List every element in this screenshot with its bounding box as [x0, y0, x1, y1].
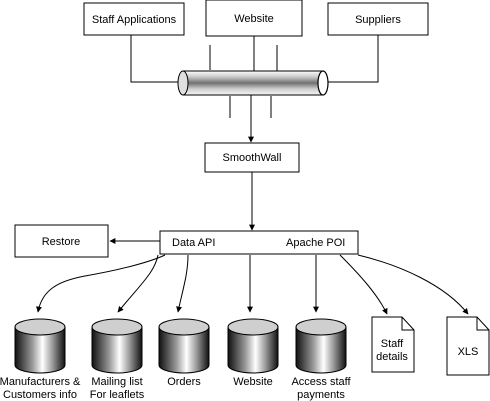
db-access-staff-label-2: payments — [297, 389, 345, 401]
db-manufacturers-label-2: Customers info — [3, 389, 77, 401]
staff-applications-box: Staff Applications — [83, 2, 185, 36]
db-access-staff-label-1: Access staff — [291, 376, 351, 388]
db-manufacturers: Manufacturers & Customers info — [0, 318, 81, 401]
website-source-box: Website — [205, 0, 303, 37]
website-source-label: Website — [234, 13, 274, 25]
staff-applications-label: Staff Applications — [92, 14, 177, 26]
db-orders: Orders — [158, 318, 210, 388]
smoothwall-label: SmoothWall — [223, 152, 282, 164]
arrow-to-mailing-list — [117, 254, 159, 313]
db-mailing-list-label-2: For leaflets — [90, 389, 145, 401]
restore-label: Restore — [42, 236, 81, 248]
source-connectors — [130, 35, 379, 118]
db-access-staff: Access staff payments — [291, 318, 351, 401]
arrow-to-orders — [176, 254, 189, 313]
doc-staff-details-label-1: Staff — [381, 338, 404, 350]
network-pipe — [177, 70, 329, 96]
doc-staff-details: Staff details — [371, 316, 415, 373]
doc-xls: XLS — [446, 316, 490, 376]
db-website-label: Website — [233, 376, 273, 388]
suppliers-to-pipe-line — [328, 35, 379, 83]
smoothwall-box: SmoothWall — [204, 142, 300, 173]
db-mailing-list: Mailing list For leaflets — [90, 318, 145, 401]
suppliers-label: Suppliers — [355, 14, 401, 26]
staff-to-pipe-line — [130, 35, 180, 83]
doc-xls-label: XLS — [458, 346, 479, 358]
suppliers-box: Suppliers — [327, 2, 429, 36]
db-orders-label: Orders — [167, 376, 201, 388]
api-to-store-arrows — [36, 254, 469, 315]
db-website: Website — [227, 318, 279, 388]
api-box: Data API Apache POI — [159, 230, 359, 255]
arrow-to-staff-details — [339, 254, 388, 315]
db-manufacturers-label-1: Manufacturers & — [0, 376, 81, 388]
arrow-to-manufacturers — [36, 254, 166, 313]
arrow-to-xls — [357, 254, 469, 315]
db-mailing-list-label-1: Mailing list — [91, 376, 142, 388]
doc-staff-details-label-2: details — [376, 351, 408, 363]
data-api-label: Data API — [172, 237, 215, 249]
apache-poi-label: Apache POI — [286, 237, 345, 249]
restore-box: Restore — [14, 224, 109, 258]
